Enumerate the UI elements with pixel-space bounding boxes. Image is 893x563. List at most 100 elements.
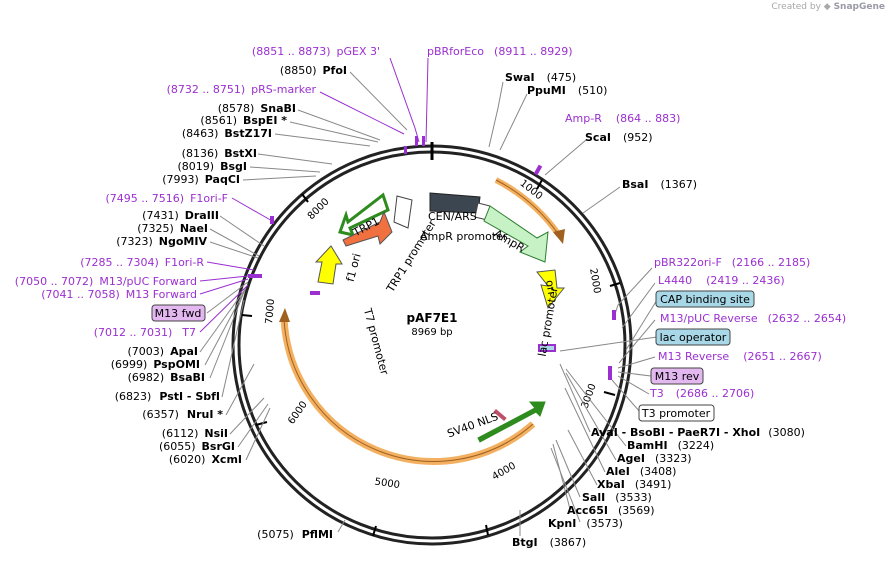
leader-cap [625,299,658,351]
site-alei: AleI(3408) [606,465,676,478]
watermark-brand: SnapGene [833,2,885,12]
box-cap-binding-site [655,290,755,308]
label-ori: ori [543,279,558,295]
leader-m13-fwd [199,278,249,295]
tick-label-3000: 3000 [580,382,599,410]
label-cen-ars: CEN/ARS [428,210,477,223]
primer-mark-pbr [612,310,616,320]
label-ampr-promoter: AmpR promoter [420,230,508,243]
leader-pbrforeco [425,57,429,143]
primer-m13-fwd: (7041 .. 7058)M13 Forward [41,288,197,301]
leader-apai [199,287,247,353]
leader-pflmi [337,519,346,533]
leader-nsii [229,397,265,435]
box-m13-fwd [151,304,206,322]
leader-bstz17i [274,133,371,147]
label-f1-ori: f1 ori [344,252,364,283]
orange-arc-bottom [280,317,536,465]
site-ppumi: PpuMI(510) [527,84,607,97]
tick-7000 [241,314,253,317]
tick-label-4000: 4000 [490,461,518,483]
leader-paqci [242,175,317,181]
tick-6000 [255,421,268,426]
tick-label-8000: 8000 [306,196,332,222]
site-snabi: (8578)SnaBI [218,102,296,115]
site-pflmi: (5075)PflMI [257,528,333,541]
primer-pbr322ori-f: pBR322ori-F(2166 .. 2185) [654,256,810,269]
site-draiii: (7431)DraIII [142,209,219,222]
leader-agei [565,372,617,461]
orange-arc-top-line [495,179,560,236]
leader-xhoi [559,363,591,433]
site-labels-right: SwaI(475) PpuMI(510) ScaI(952) BsaI(1367… [505,71,805,549]
site-bstxi: (8136)BstXI [182,147,257,160]
leader-naei [209,228,260,257]
box-label-cap: CAP binding site [660,293,750,306]
leader-bamhi [565,368,627,447]
site-agei: AgeI(3323) [617,452,692,465]
plasmid-name: pAF7E1 [407,311,458,325]
leader-m13puc-fwd [199,275,249,282]
tick-label-5000: 5000 [374,477,401,491]
tick-1000 [536,179,543,190]
plasmid-length: 8969 bp [411,327,452,338]
site-xhoi: AvaI - BsoBI - PaeR7I - XhoI(3080) [591,426,805,439]
site-bsgi: (8019)BsgI [178,160,247,173]
backbone [231,142,633,546]
site-naei: (7325)NaeI [137,222,208,235]
tick-5000 [372,525,377,537]
primer-t3: T3(2686 .. 2706) [649,387,754,400]
tick-4000 [485,524,489,536]
leader-m13rev-box [617,371,652,377]
primer-f1ori-r: (7285 .. 7304)F1ori-R [80,256,204,269]
sv40-nls-marker [493,408,507,422]
box-lac-operator [655,328,731,346]
site-nrui: (6357)NruI * [142,408,223,421]
lac-operator-marker [540,346,554,350]
primer-mark-top-2 [422,136,425,146]
leader-m13-rev [617,356,656,369]
orange-arc-bottom-line [283,317,534,462]
leader-lac-operator [559,336,658,352]
leader-kpni [550,447,581,523]
f1-ori-feature [314,245,343,285]
primer-f1ori-f: (7495 .. 7516)F1ori-F [106,192,229,205]
primer-marks [248,136,616,380]
orange-arcs [279,177,565,465]
tick-label-2000: 2000 [587,267,602,294]
leader-alei [564,387,606,473]
site-bsrgi: (6055)BsrGI [159,440,235,453]
primer-mark-fwd [248,274,262,278]
leader-m13fwd-box [206,281,249,314]
site-bspei: (8561)BspEI * [200,114,287,127]
leader-ngomiv [209,241,259,259]
green-arrow-top-left [338,192,390,238]
trp1-feature [342,210,393,247]
ampr-feature [483,205,549,263]
leader-sali [555,439,581,498]
leader-lines-left [199,57,429,533]
primer-pgex3: (8851 .. 8873)pGEX 3' [252,45,380,58]
site-psti-sbfi: (6823)PstI - SbfI [115,390,220,403]
leader-xbai [567,429,598,486]
tick-3000 [603,391,616,396]
box-m13-rev [650,367,704,385]
features [310,192,566,443]
leader-bstxi [257,153,333,165]
leader-bsrgi [237,403,269,448]
green-arrow-bottom-right [477,401,546,443]
leader-lines-right [488,81,658,536]
site-sali: SalI(3533) [582,491,652,504]
box-label-m13-fwd: M13 fwd [155,307,202,320]
site-bsabi: (6982)BsaBI [128,371,205,384]
leader-m13puc-rev [618,319,656,364]
label-t7-promoter: T7 promoter [361,306,392,377]
site-ngomiv: (7323)NgoMIV [116,235,207,248]
tick-2000 [609,282,621,287]
site-scai: ScaI(952) [585,131,653,144]
leader-acc65i [552,443,571,510]
label-trp1-promoter: TRP1 promoter [383,217,439,295]
leader-bsgi [249,166,321,173]
site-btgi: BtgI(3867) [512,536,586,549]
leader-bspei [289,121,379,143]
